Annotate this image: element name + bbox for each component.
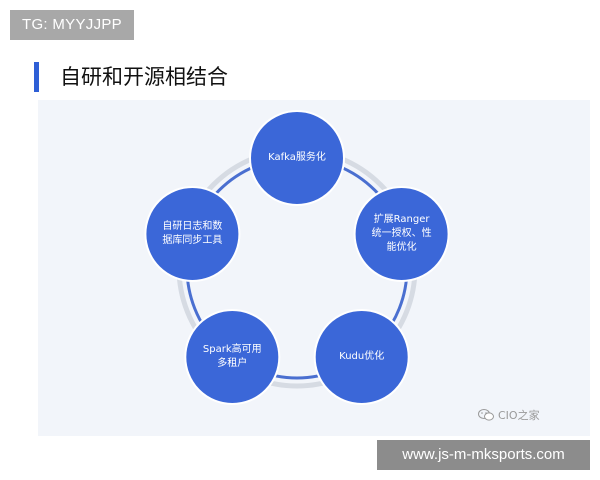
cycle-node-3 bbox=[313, 309, 410, 405]
cycle-node-label-1: Kafka服务化 bbox=[268, 152, 326, 163]
wechat-icon bbox=[478, 409, 494, 421]
tg-badge: TG: MYYJJPP bbox=[10, 10, 134, 40]
cycle-node-label-4: Spark高可用 多租户 bbox=[202, 344, 262, 369]
page-title: 自研和开源相结合 bbox=[60, 65, 228, 89]
cycle-node-label-2: 扩展Ranger 统一授权、性 能优化 bbox=[371, 214, 432, 253]
cycle-node-label-3: Kudu优化 bbox=[339, 351, 385, 362]
cycle-node-1 bbox=[249, 110, 345, 206]
cycle-node-label-5: 自研日志和数 据库同步工具 bbox=[162, 221, 223, 246]
title-accent-bar bbox=[34, 62, 39, 92]
cycle-node-2 bbox=[353, 186, 450, 282]
site-url-badge: www.js-m-mksports.com bbox=[377, 440, 590, 470]
watermark-text: CIO之家 bbox=[498, 409, 540, 422]
cycle-node-5 bbox=[144, 186, 241, 282]
watermark: CIO之家 bbox=[478, 406, 540, 424]
cycle-node-4 bbox=[184, 309, 281, 405]
